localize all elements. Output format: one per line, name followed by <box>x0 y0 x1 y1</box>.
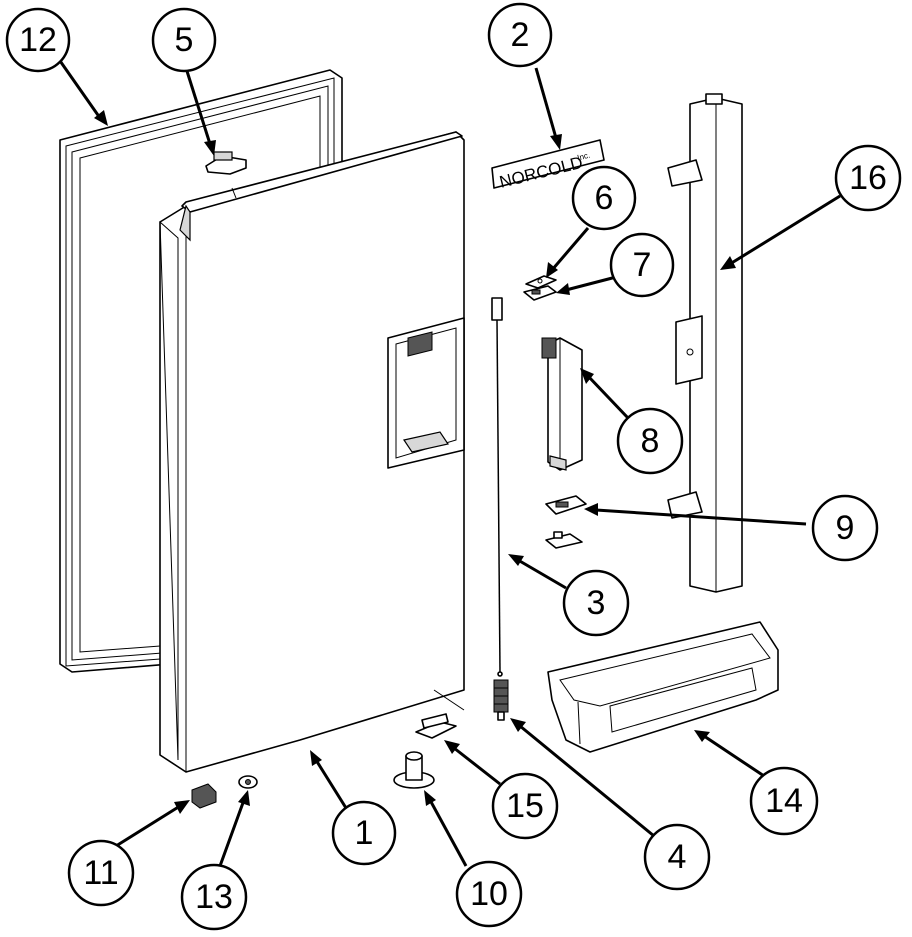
arrowhead-4 <box>510 718 526 732</box>
leader-5 <box>184 67 212 145</box>
part-4-spring <box>493 679 509 721</box>
arrowhead-2 <box>550 134 562 150</box>
part-13-washer <box>238 775 258 789</box>
part-7-latch-plate <box>523 285 557 301</box>
callout-3: 3 <box>562 569 630 637</box>
arrowhead-15 <box>444 740 460 754</box>
part-10-hinge-pin <box>393 751 435 789</box>
leader-lines <box>56 57 841 867</box>
callout-4-label: 4 <box>668 838 687 876</box>
callout-13: 13 <box>180 863 248 931</box>
arrowhead-16 <box>720 256 736 270</box>
leader-6 <box>550 227 590 271</box>
part-9-strike-plates <box>545 495 587 549</box>
callout-8-label: 8 <box>641 422 660 460</box>
part-3-door-rod <box>491 297 503 677</box>
leader-3 <box>517 558 567 590</box>
callout-4: 4 <box>643 823 711 891</box>
arrowhead-10 <box>424 790 436 806</box>
arrowhead-9 <box>584 503 598 516</box>
callout-16-label: 16 <box>849 159 887 197</box>
arrowhead-14 <box>694 730 710 742</box>
callout-2: 2 <box>487 2 553 68</box>
part-6-latch <box>525 275 557 289</box>
leader-8 <box>586 374 630 420</box>
callout-5: 5 <box>151 7 217 73</box>
leader-13 <box>218 799 246 867</box>
part-15-bottom-hinge <box>415 713 457 739</box>
leader-7 <box>565 274 621 292</box>
leader-9 <box>595 508 807 526</box>
callout-10: 10 <box>455 860 523 928</box>
part-14-door-bin <box>547 621 779 753</box>
logo-subtext: Inc. <box>576 151 591 163</box>
leader-15 <box>453 746 501 786</box>
callout-12-label: 12 <box>19 21 57 59</box>
callout-10-label: 10 <box>470 875 508 913</box>
leader-11 <box>115 804 181 848</box>
arrowhead-7 <box>556 283 570 295</box>
callout-3-label: 3 <box>587 584 606 622</box>
callout-9-label: 9 <box>836 509 855 547</box>
callout-13-label: 13 <box>195 878 233 916</box>
leader-1 <box>314 759 348 809</box>
arrowhead-6 <box>546 262 558 278</box>
callout-2-label: 2 <box>511 16 530 54</box>
part-16-trim-rail <box>667 93 743 593</box>
callout-11-label: 11 <box>83 854 118 892</box>
arrowhead-11 <box>174 800 190 814</box>
leader-14 <box>703 734 765 778</box>
arrowhead-8 <box>580 368 594 384</box>
callout-15-label: 15 <box>506 787 544 825</box>
callout-1-label: 1 <box>355 814 374 852</box>
callout-14-label: 14 <box>765 782 803 820</box>
arrowhead-5 <box>204 140 216 156</box>
part-5-hinge-bracket <box>205 151 247 175</box>
callout-6-label: 6 <box>595 179 614 217</box>
callout-6: 6 <box>571 165 637 231</box>
callout-7-label: 7 <box>633 246 652 284</box>
leader-12 <box>56 57 102 119</box>
callout-16: 16 <box>834 144 902 212</box>
arrowhead-12 <box>94 110 108 126</box>
arrowhead-13 <box>238 790 250 806</box>
callout-11: 11 <box>67 839 135 907</box>
callout-5-label: 5 <box>175 21 194 59</box>
arrowhead-3 <box>508 554 524 566</box>
callout-9: 9 <box>811 494 879 562</box>
callout-8: 8 <box>616 407 684 475</box>
leader-16 <box>729 194 841 266</box>
part-2-logo-badge: NORCOLD Inc. <box>491 139 605 192</box>
callout-15: 15 <box>491 772 559 840</box>
leader-4 <box>519 724 655 838</box>
part-1-door-panel <box>159 131 465 773</box>
leader-2 <box>534 67 558 139</box>
leader-10 <box>428 799 468 867</box>
part-11-bottom-block <box>191 783 217 809</box>
arrowhead-1 <box>310 750 322 766</box>
callout-7: 7 <box>609 232 675 298</box>
callout-14: 14 <box>749 766 819 836</box>
callout-12: 12 <box>5 7 71 73</box>
part-8-handle <box>541 337 583 471</box>
callout-1: 1 <box>331 800 397 866</box>
